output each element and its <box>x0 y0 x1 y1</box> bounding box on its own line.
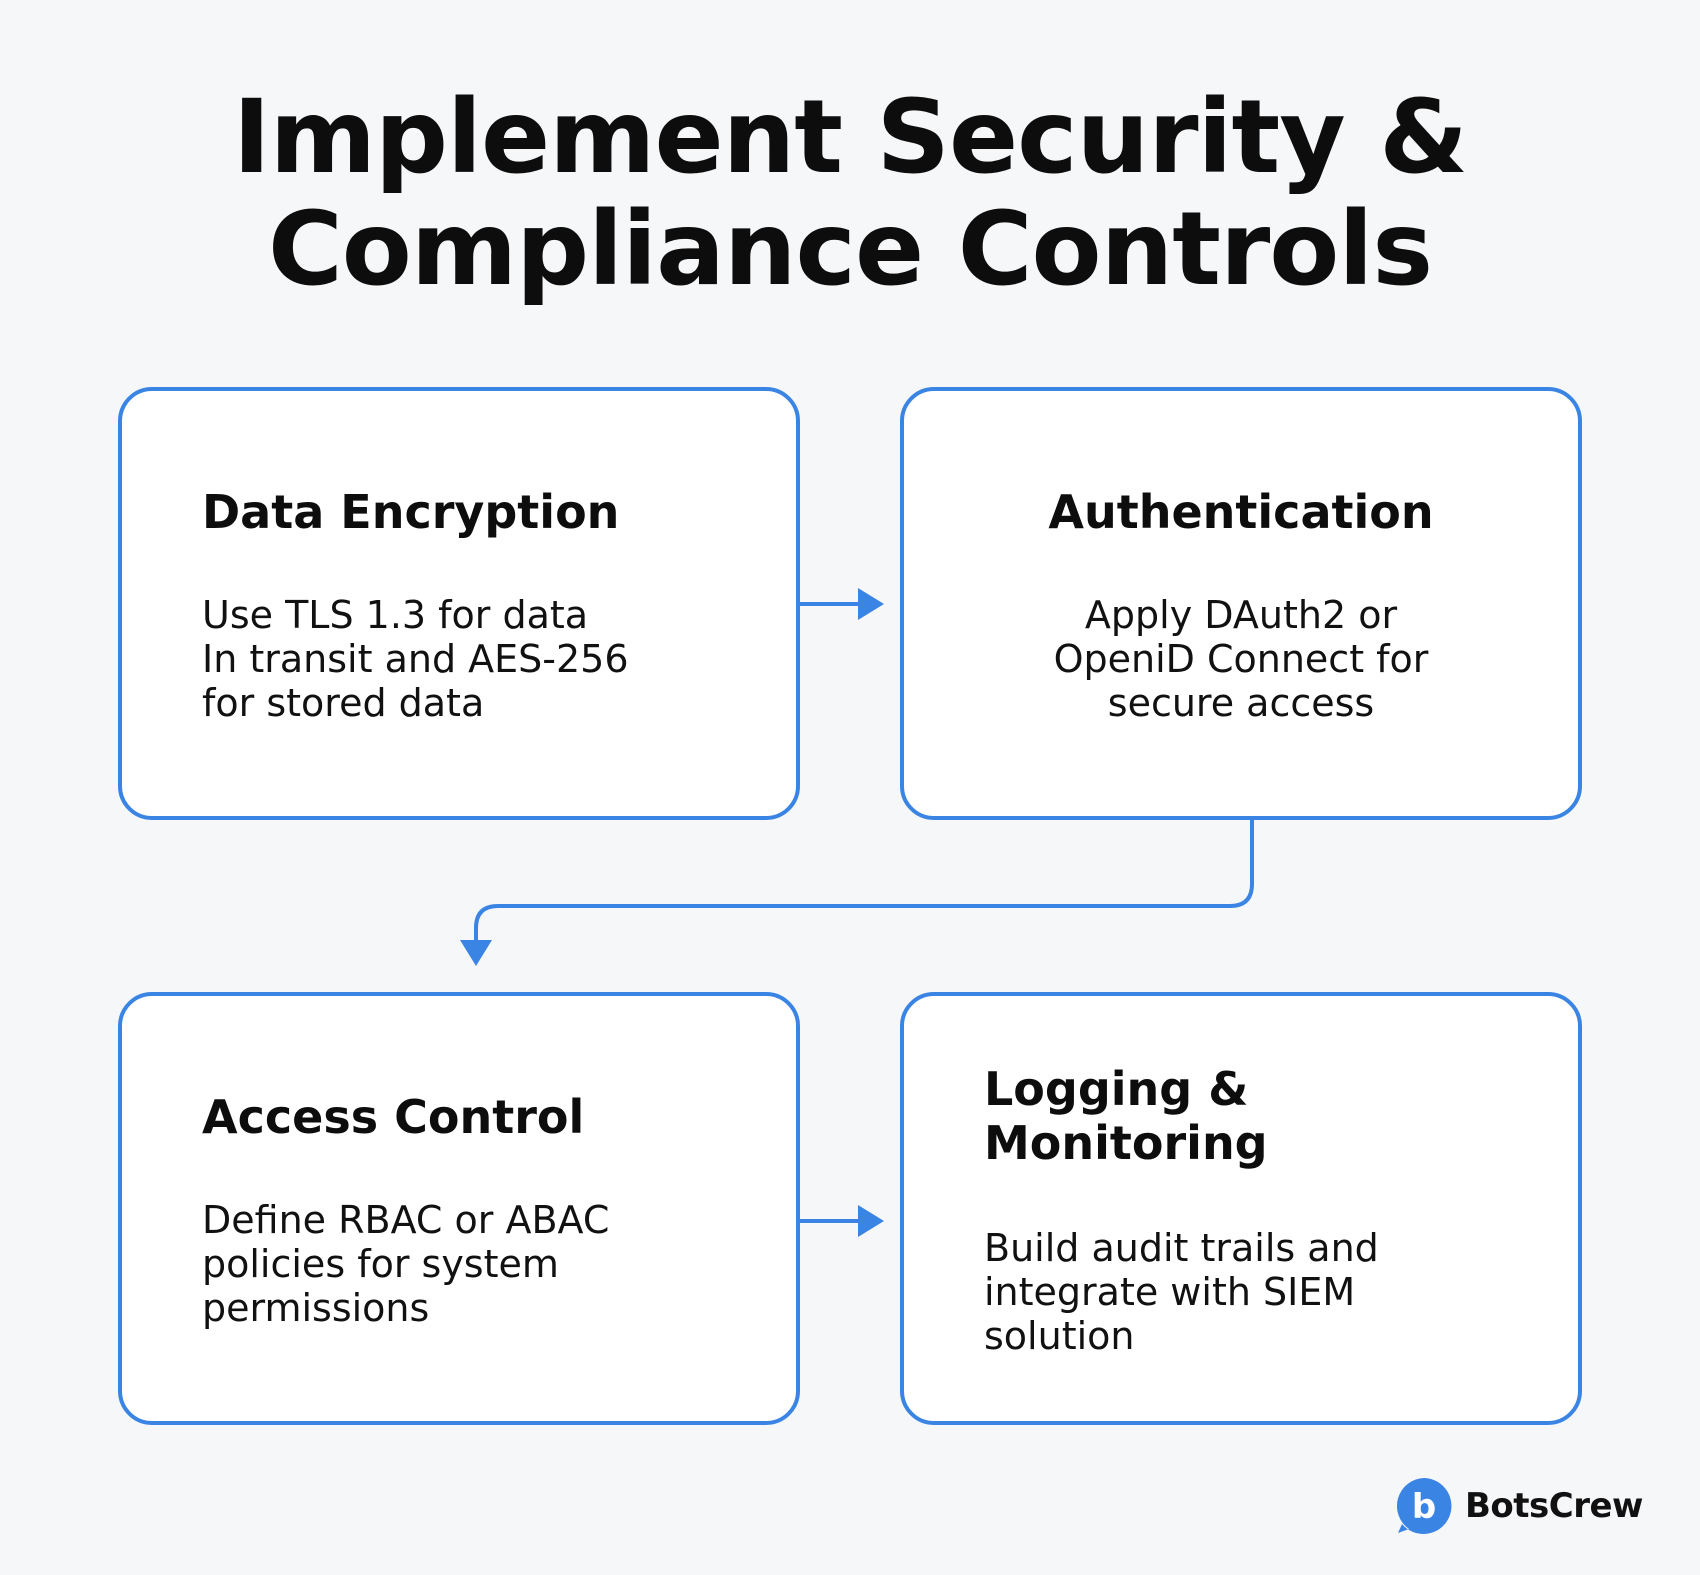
card-data-encryption: Data Encryption Use TLS 1.3 for data In … <box>118 387 800 820</box>
card-description-line: In transit and AES-256 <box>202 637 629 681</box>
page-title: Implement Security & Compliance Controls <box>0 82 1700 306</box>
card-authentication: Authentication Apply DAuth2 or OpeniD Co… <box>900 387 1582 820</box>
card-description-line: Define RBAC or ABAC <box>202 1198 610 1242</box>
card-description: Use TLS 1.3 for data In transit and AES-… <box>202 593 756 725</box>
logo-letter: b <box>1412 1487 1436 1527</box>
card-description-line: Apply DAuth2 or <box>1084 593 1398 637</box>
card-description: Build audit trails and integrate with SI… <box>984 1226 1538 1358</box>
card-title: Access Control <box>202 1090 756 1144</box>
botscrew-logo-icon: b <box>1396 1478 1452 1534</box>
card-description-line: Build audit trails and <box>984 1226 1379 1270</box>
arrow-right-icon <box>858 1205 884 1237</box>
card-title-line: Logging & <box>984 1062 1249 1116</box>
page-title-line-2: Compliance Controls <box>267 190 1433 309</box>
arrow-right-icon <box>858 588 884 620</box>
brand-name: BotsCrew <box>1465 1486 1643 1526</box>
card-title: Logging & Monitoring <box>984 1062 1538 1170</box>
arrow-down-icon <box>460 940 492 966</box>
connector-authentication-to-access-control <box>474 820 1254 942</box>
card-description-line: integrate with SIEM <box>984 1270 1356 1314</box>
card-title-line: Monitoring <box>984 1116 1268 1170</box>
card-description-line: solution <box>984 1314 1135 1358</box>
card-title-line: Access Control <box>202 1090 585 1144</box>
card-title: Authentication <box>934 485 1548 539</box>
card-title: Data Encryption <box>202 485 756 539</box>
card-title-line: Data Encryption <box>202 485 620 539</box>
card-logging-monitoring: Logging & Monitoring Build audit trails … <box>900 992 1582 1425</box>
card-description-line: secure access <box>1107 681 1375 725</box>
card-title-line: Authentication <box>1048 485 1434 539</box>
card-access-control: Access Control Define RBAC or ABAC polic… <box>118 992 800 1425</box>
card-description-line: Use TLS 1.3 for data <box>202 593 589 637</box>
card-description: Apply DAuth2 or OpeniD Connect for secur… <box>934 593 1548 725</box>
page-title-line-1: Implement Security & <box>232 78 1468 197</box>
card-description: Define RBAC or ABAC policies for system … <box>202 1198 756 1330</box>
card-description-line: for stored data <box>202 681 485 725</box>
card-description-line: policies for system <box>202 1242 559 1286</box>
card-description-line: permissions <box>202 1286 430 1330</box>
card-description-line: OpeniD Connect for <box>1053 637 1429 681</box>
brand-logo: b BotsCrew <box>1393 1474 1643 1538</box>
